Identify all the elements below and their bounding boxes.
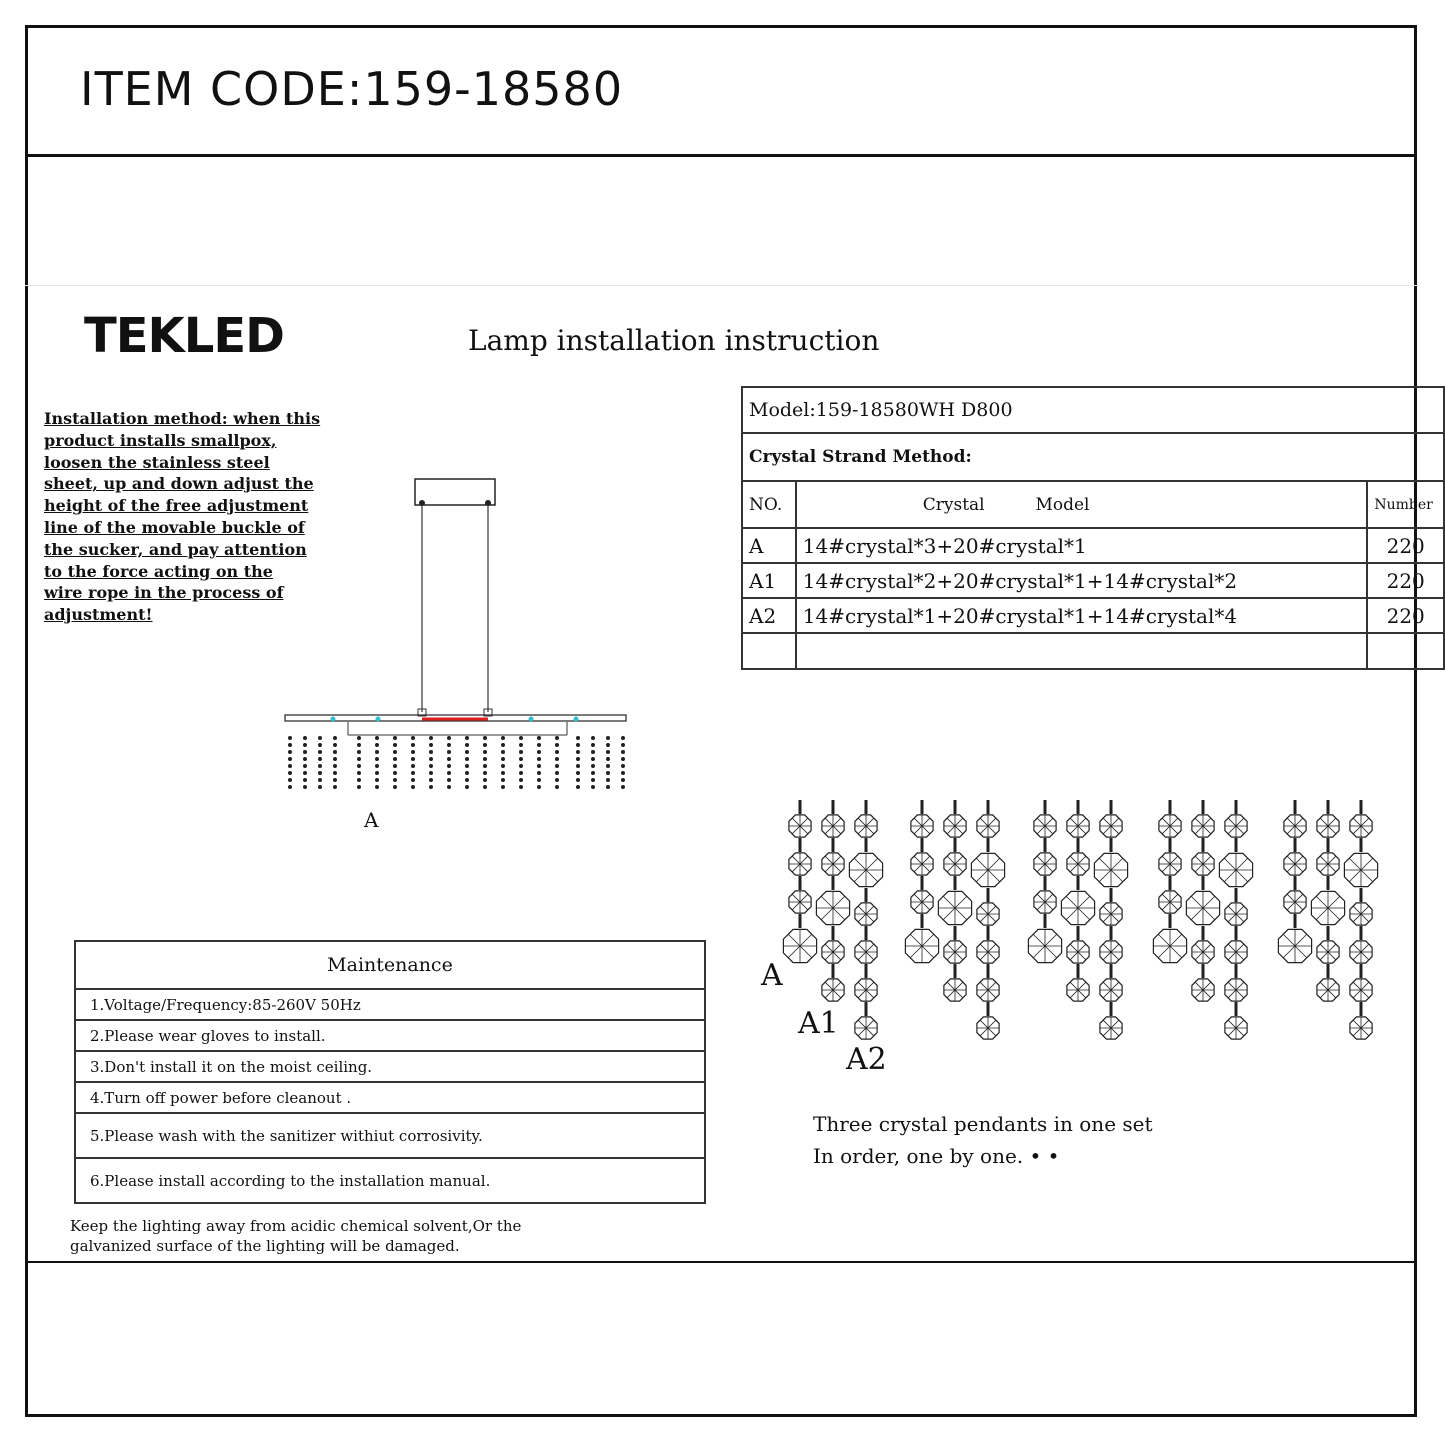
list-item: 1.Voltage/Frequency:85-260V 50Hz [74, 988, 706, 1021]
header-number: Number [1366, 480, 1445, 529]
list-item: 4.Turn off power before cleanout . [74, 1081, 706, 1114]
table-row-empty [741, 632, 1445, 670]
pendant-label-a1: A1 [798, 1006, 839, 1041]
list-item: 6.Please install according to the instal… [74, 1157, 706, 1204]
sheet-top-edge [25, 285, 1417, 286]
spec-header-row: NO. Crystal Model Number [741, 480, 1445, 529]
pendant-label-a2: A2 [846, 1042, 887, 1077]
table-row: A2 14#crystal*1+20#crystal*1+14#crystal*… [741, 597, 1445, 634]
footer-divider [25, 1261, 1417, 1263]
page-frame [25, 25, 1417, 1417]
document-title: Lamp installation instruction [468, 324, 880, 357]
maintenance-header-row: Maintenance [74, 940, 706, 990]
list-item: 3.Don't install it on the moist ceiling. [74, 1050, 706, 1083]
lamp-drawing-label: A [364, 808, 379, 832]
installation-method-text: Installation method: when this product i… [44, 409, 321, 625]
table-row: A1 14#crystal*2+20#crystal*1+14#crystal*… [741, 562, 1445, 599]
header-crystal-model: Crystal Model [794, 480, 1369, 529]
spec-strand-row: Crystal Strand Method: [741, 432, 1445, 482]
maintenance-title: Maintenance [74, 940, 706, 990]
item-code: ITEM CODE:159-18580 [80, 62, 624, 116]
header-divider [25, 154, 1417, 157]
maintenance-table: Maintenance 1.Voltage/Frequency:85-260V … [74, 940, 706, 1204]
pendant-note: Three crystal pendants in one set In ord… [813, 1112, 1153, 1168]
strand-method-cell: Crystal Strand Method: [741, 432, 1445, 482]
tekled-logo: TEKLED [84, 308, 285, 364]
pendant-label-a: A [761, 958, 783, 993]
chemical-warning: Keep the lighting away from acidic chemi… [70, 1217, 522, 1255]
model-cell: Model:159-18580WH D800 [741, 386, 1445, 434]
header-no: NO. [741, 480, 797, 529]
list-item: 5.Please wash with the sanitizer withiut… [74, 1112, 706, 1159]
spec-model-row: Model:159-18580WH D800 [741, 386, 1445, 434]
list-item: 2.Please wear gloves to install. [74, 1019, 706, 1052]
table-row: A 14#crystal*3+20#crystal*1 220 [741, 527, 1445, 564]
crystal-spec-table: Model:159-18580WH D800 Crystal Strand Me… [741, 386, 1445, 670]
